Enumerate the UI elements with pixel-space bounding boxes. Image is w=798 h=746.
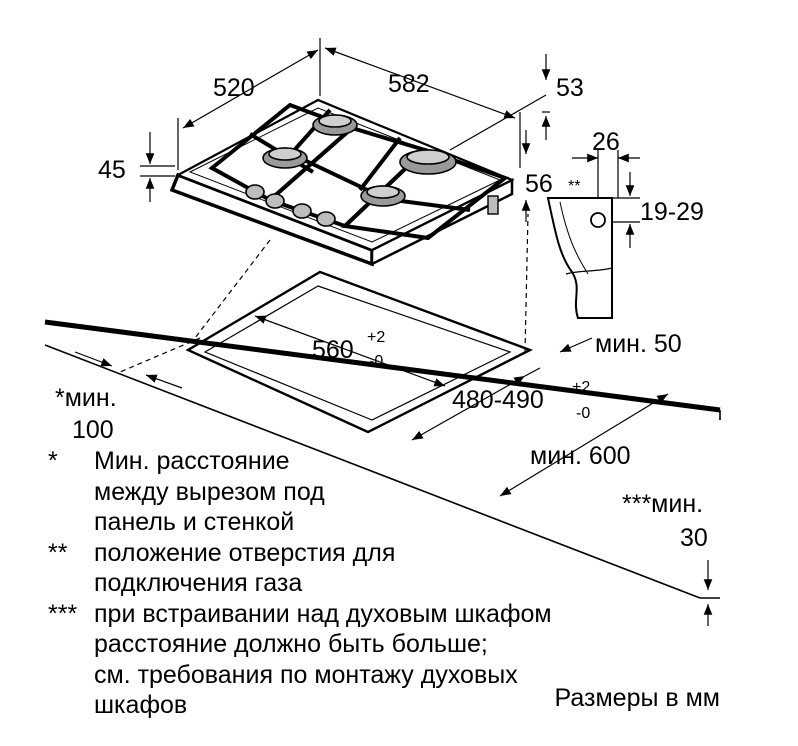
footnote-mark: * (48, 447, 58, 475)
footnote-2: ** положение отверстия для подключения г… (48, 538, 748, 599)
units-label: Размеры в мм (554, 684, 720, 712)
footnote-line: Мин. расстояние (94, 447, 290, 475)
dim-560-tol-lower: -0 (369, 353, 383, 370)
min-bottom-clearance-label: ***мин. (622, 490, 703, 518)
dim-53: 53 (556, 74, 584, 102)
gas-connector (487, 195, 499, 215)
footnote-1: * Мин. расстояние между вырезом под пане… (48, 446, 748, 538)
dim-26: 26 (592, 128, 620, 156)
dim-45: 45 (98, 156, 126, 184)
footnote-line: между вырезом под (94, 477, 325, 506)
dimension-labels: 520 582 53 45 56 26 ** 19-29 560 +2 -0 4… (55, 70, 708, 552)
gas-marker: ** (568, 178, 580, 195)
footnote-mark: *** (48, 599, 78, 628)
dim-19-29: 19-29 (640, 198, 704, 226)
side-profile (546, 197, 613, 319)
dimension-lines (74, 38, 713, 626)
footnote-line: расстояние должно быть больше; (94, 630, 488, 658)
control-knobs (245, 184, 336, 227)
cutout (185, 270, 533, 434)
dim-560: 560 (312, 336, 354, 364)
footnotes: * Мин. расстояние между вырезом под пане… (48, 446, 748, 721)
min-bottom-clearance-value: 30 (680, 524, 708, 552)
footnote-line: подключения газа (94, 569, 303, 597)
min-side-clearance-label: *мин. (55, 384, 117, 412)
footnote-line: панель и стенкой (94, 508, 295, 536)
cooktop (169, 98, 515, 267)
dim-480-490-tol-upper: +2 (572, 379, 590, 396)
dim-480-490-tol-lower: -0 (576, 405, 590, 422)
min-depth: мин. 600 (530, 442, 631, 470)
min-back-clearance: мин. 50 (595, 330, 682, 358)
min-side-clearance-value: 100 (72, 416, 114, 444)
footnote-3: *** при встраивании над духовым шкафом р… (48, 599, 748, 721)
footnote-line: положение отверстия для (94, 538, 396, 567)
dim-480-490: 480-490 (452, 386, 544, 414)
footnote-mark: ** (48, 538, 68, 567)
footnote-line: шкафов (94, 691, 188, 719)
dim-56: 56 (525, 170, 553, 198)
dim-520: 520 (213, 74, 255, 102)
footnote-line: при встраивании над духовым шкафом (94, 599, 552, 628)
gas-hole-icon (590, 212, 606, 228)
dim-582: 582 (388, 70, 430, 98)
dim-560-tol-upper: +2 (367, 329, 385, 346)
footnote-line: см. требования по монтажу духовых (94, 660, 518, 689)
